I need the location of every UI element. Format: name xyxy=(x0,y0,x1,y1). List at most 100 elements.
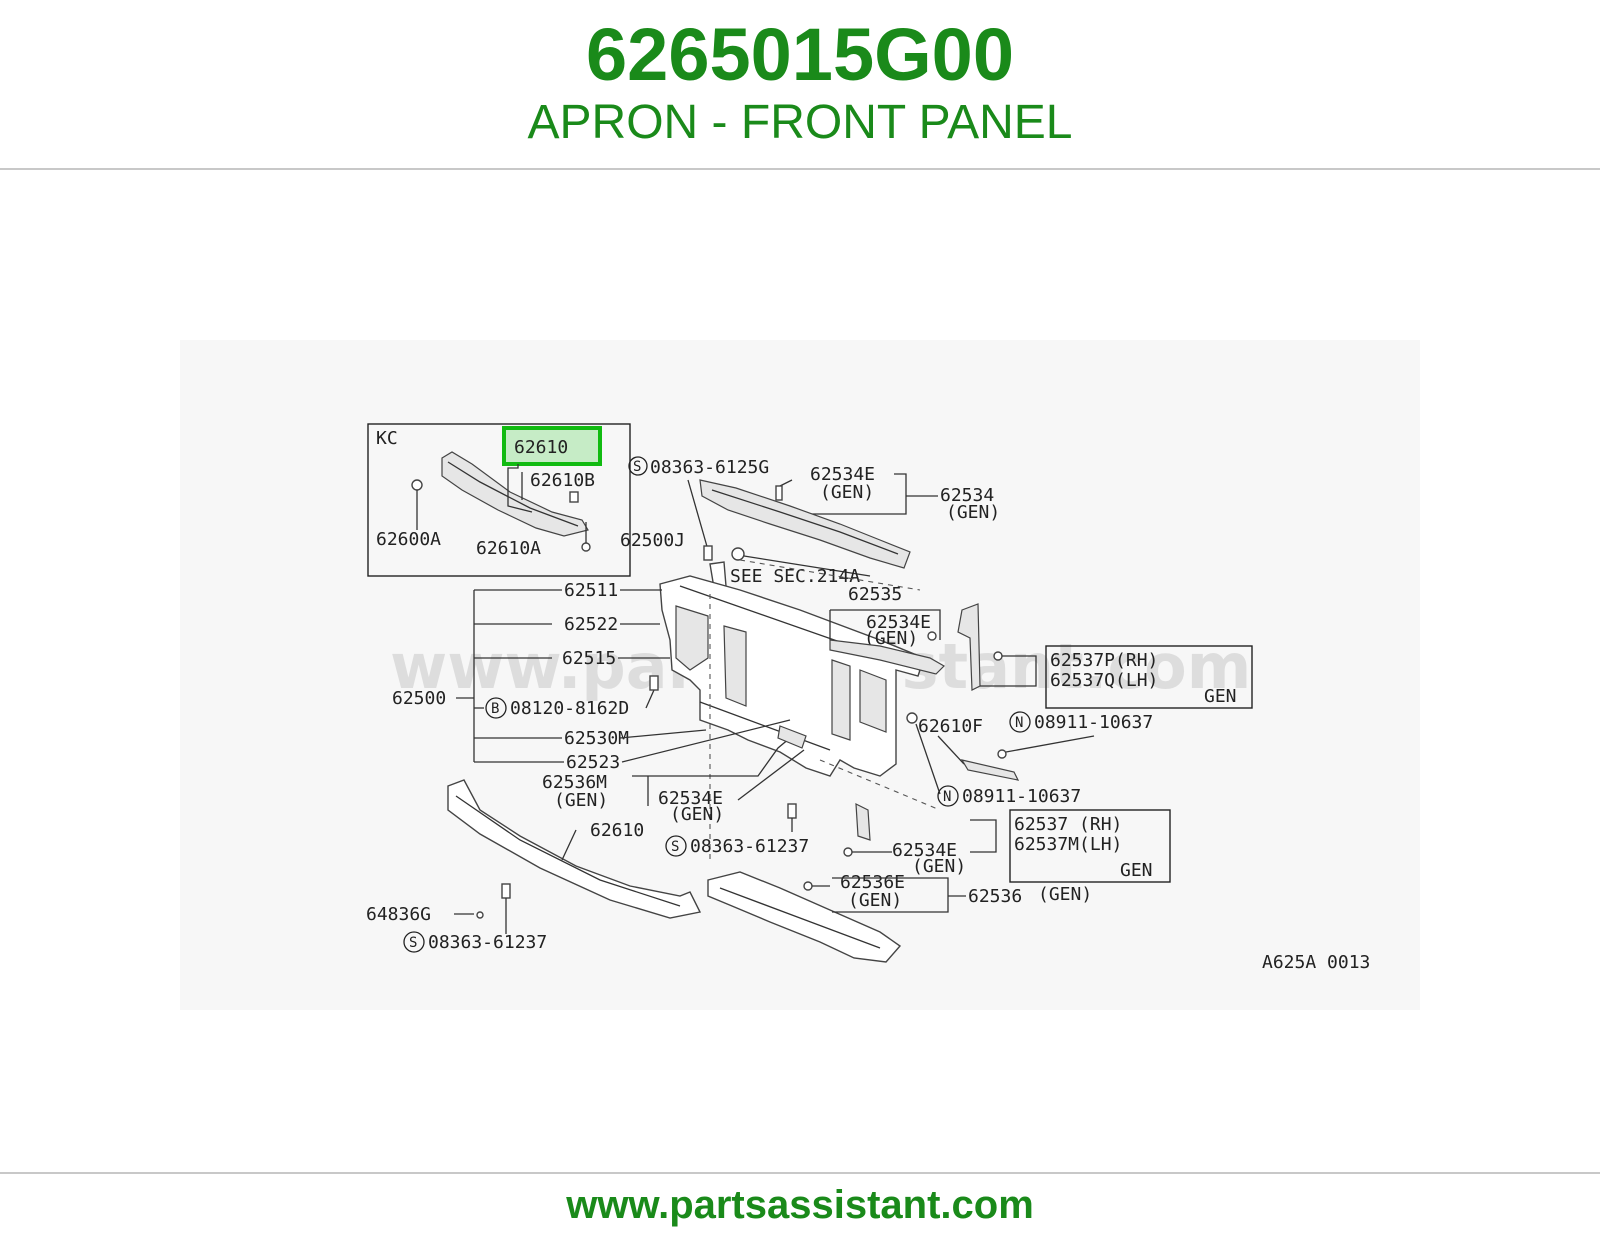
inset-part-edge xyxy=(447,461,579,527)
inset-clip-62610a xyxy=(581,542,591,552)
label-62610a: 62610A xyxy=(476,538,541,559)
bracket-62536e xyxy=(832,877,949,913)
clip-62610f xyxy=(906,712,918,724)
bracket-62536m xyxy=(632,737,791,777)
symbol-s-3-text: S xyxy=(409,935,417,951)
leader-6125g xyxy=(687,479,709,551)
label-62600a: 62600A xyxy=(376,529,441,550)
clip-62536e xyxy=(803,881,813,891)
symbol-s-2 xyxy=(665,835,687,857)
apron-edge xyxy=(455,795,681,907)
leader-10637-a xyxy=(1005,735,1095,753)
reinforcement-edge xyxy=(711,489,899,555)
leader-see-sec xyxy=(743,555,871,577)
symbol-b-text: B xyxy=(491,701,499,717)
bracket-62535 xyxy=(830,609,941,640)
label-see-sec: SEE SEC.214A xyxy=(730,566,860,587)
label-gen-low: (GEN) xyxy=(670,804,724,825)
highlighted-part-box[interactable] xyxy=(502,426,602,466)
symbol-s-3 xyxy=(403,931,425,953)
clip-sec214a xyxy=(731,547,745,561)
label-gen-top: (GEN) xyxy=(820,482,874,503)
label-62537p: 62537P(RH) xyxy=(1050,650,1158,671)
dash-line-3 xyxy=(819,759,941,811)
diagram-code: A625A 0013 xyxy=(1262,952,1370,973)
side-bracket-62537p xyxy=(957,603,981,691)
core-support-left-opening xyxy=(675,605,709,671)
label-62537q: 62537Q(LH) xyxy=(1050,670,1158,691)
label-62500: 62500 xyxy=(392,688,446,709)
upper-reinforcement-62534 xyxy=(699,479,911,569)
inset-box xyxy=(367,423,631,577)
lower-member-edge xyxy=(719,887,881,949)
symbol-s-1-text: S xyxy=(633,459,641,475)
bolt-62534e-bot xyxy=(843,847,853,857)
dash-line-2 xyxy=(739,559,921,591)
label-08120-8162d: 08120-8162D xyxy=(510,698,629,719)
nut-10637-a xyxy=(997,749,1007,759)
bolt-62534e-mid xyxy=(927,631,937,641)
label-08363-6125g: 08363-6125G xyxy=(650,457,769,478)
leader-62530m xyxy=(619,729,707,739)
leader-62523 xyxy=(621,719,791,763)
label-gen-62536e: (GEN) xyxy=(848,890,902,911)
label-gen-62534: (GEN) xyxy=(946,502,1000,523)
parts-diagram-svg: www.partsassistant.com KC 62610 62600A 6… xyxy=(366,423,1370,973)
label-gen-box1: GEN xyxy=(1204,686,1237,707)
inset-clip-62600a xyxy=(411,479,423,491)
bracket-62537 xyxy=(855,802,871,841)
label-62536e: 62536E xyxy=(840,872,905,893)
label-62610b: 62610B xyxy=(530,470,595,491)
bracket-62536m-part xyxy=(777,725,807,749)
footer-site-link[interactable]: www.partsassistant.com xyxy=(566,1183,1034,1227)
symbol-s-2-text: S xyxy=(671,839,679,855)
label-62534e-mid: 62534E xyxy=(866,612,931,633)
leader-62534e-top xyxy=(779,479,793,487)
bolt-8162d xyxy=(649,675,659,691)
symbol-n-1-text: N xyxy=(1015,715,1023,731)
label-64836g: 64836G xyxy=(366,904,431,925)
leader-10637-b xyxy=(915,723,941,795)
label-62610f: 62610F xyxy=(918,716,983,737)
inset-clip-62610b xyxy=(569,491,579,503)
label-62536: 62536 xyxy=(968,886,1022,907)
core-support-right-opening xyxy=(859,669,887,733)
label-62534e-bot: 62534E xyxy=(892,840,957,861)
label-gen-box2: GEN xyxy=(1120,860,1153,881)
bracket-62537-lower xyxy=(970,819,997,853)
label-08363-61237-b: 08363-61237 xyxy=(428,932,547,953)
label-62537m: 62537M(LH) xyxy=(1014,834,1122,855)
bolt-6125g xyxy=(703,545,713,561)
label-62515: 62515 xyxy=(562,648,616,669)
label-62535: 62535 xyxy=(848,584,902,605)
leader-62610 xyxy=(507,464,533,513)
label-62534e-top: 62534E xyxy=(810,464,875,485)
bolt-61237-a xyxy=(787,803,797,819)
label-gen-62536m: (GEN) xyxy=(554,790,608,811)
inset-front-panel-part xyxy=(441,451,589,537)
label-08363-61237-a: 08363-61237 xyxy=(690,836,809,857)
inset-title: KC xyxy=(376,428,398,449)
label-62534e-low: 62534E xyxy=(658,788,723,809)
box-62537p xyxy=(1045,645,1253,709)
label-62500j: 62500J xyxy=(620,530,685,551)
part-number-title: 6265015G00 xyxy=(586,13,1014,96)
symbol-s-1 xyxy=(628,456,648,476)
lower-member-62536 xyxy=(707,871,902,963)
core-support-left-post xyxy=(723,625,747,707)
leader-62610-main xyxy=(561,829,577,861)
core-support-right-post xyxy=(831,659,851,741)
part-name-subtitle: APRON - FRONT PANEL xyxy=(527,96,1073,149)
bolt-62534e-top xyxy=(775,485,783,501)
symbol-n-2 xyxy=(937,785,959,807)
label-gen-bot: (GEN) xyxy=(912,856,966,877)
highlighted-part-label[interactable]: 62610 xyxy=(514,437,568,458)
leader-8162d xyxy=(645,689,655,709)
label-62523: 62523 xyxy=(566,752,620,773)
label-62537: 62537 (RH) xyxy=(1014,814,1122,835)
label-62536m: 62536M xyxy=(542,772,607,793)
label-gen-mid: (GEN) xyxy=(864,628,918,649)
parts-diagram: www.partsassistant.com KC 62610 62600A 6… xyxy=(180,340,1420,1010)
label-62511: 62511 xyxy=(564,580,618,601)
label-62534: 62534 xyxy=(940,485,994,506)
